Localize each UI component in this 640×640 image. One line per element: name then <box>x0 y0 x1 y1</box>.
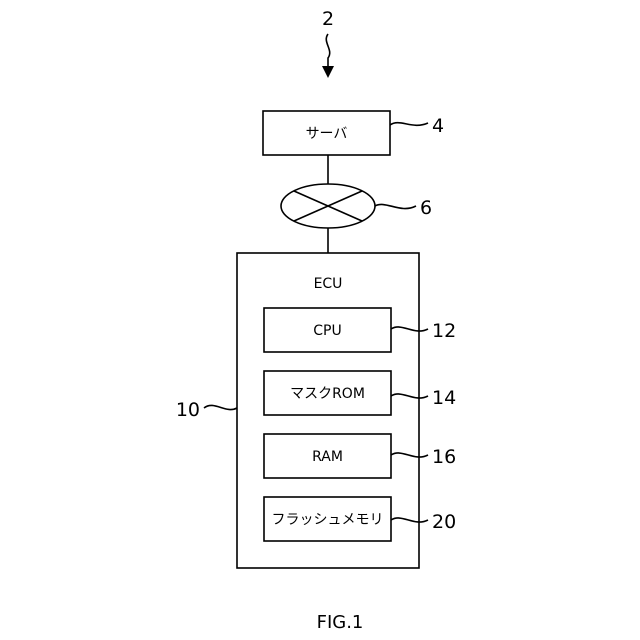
cpu-label: CPU <box>313 323 341 339</box>
flash-memory-label: フラッシュメモリ <box>272 512 384 528</box>
server-ref-label: 4 <box>432 115 444 137</box>
mask-rom-label: マスクROM <box>290 386 365 402</box>
network-leader-line <box>375 204 416 208</box>
system-ref-label: 2 <box>322 8 334 30</box>
ram-label: RAM <box>312 449 343 465</box>
figure-caption: FIG.1 <box>317 612 364 633</box>
cpu-ref-label: 12 <box>432 320 456 342</box>
ecu-ref-label: 10 <box>176 399 200 421</box>
flash-memory-ref-label: 20 <box>432 511 456 533</box>
system-ref-arrow-shaft <box>326 34 329 70</box>
system-ref-arrowhead <box>322 66 334 78</box>
server-label: サーバ <box>306 126 348 142</box>
ecu-leader-line <box>204 405 237 409</box>
network-ref-label: 6 <box>420 197 432 219</box>
ecu-label: ECU <box>314 276 343 292</box>
ram-ref-label: 16 <box>432 446 456 468</box>
server-leader-line <box>390 123 428 126</box>
mask-rom-ref-label: 14 <box>432 387 456 409</box>
